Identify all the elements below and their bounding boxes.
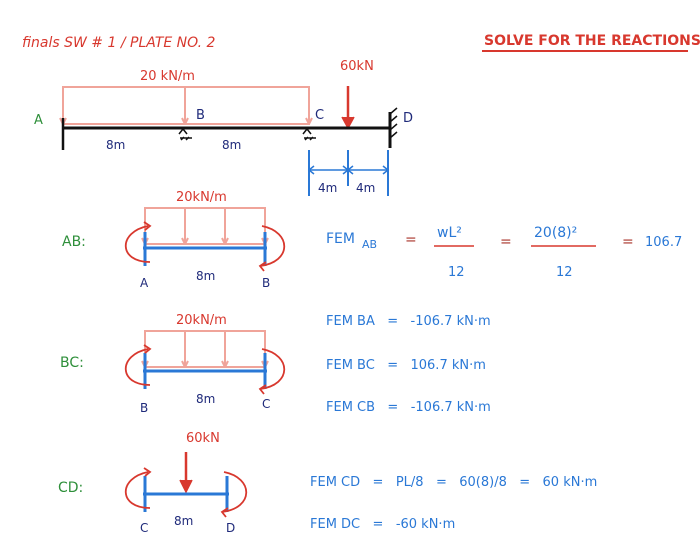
segment-bc-label: BC:	[60, 355, 84, 371]
bc-load-label: 20kN/m	[176, 313, 227, 328]
segment-bc-diagram: BC: 20kN/m 8m B C	[60, 313, 286, 415]
bc-span-label: 8m	[196, 392, 215, 406]
fem-ab-formula-den: 12	[448, 265, 465, 280]
fem-cd-line: FEM CD = PL/8 = 60(8)/8 = 60 kN·m	[310, 475, 597, 490]
bc-moment-left	[124, 348, 151, 386]
cd-left-node: C	[140, 521, 148, 535]
cd-span-label: 8m	[174, 514, 193, 528]
ab-moment-left	[124, 225, 151, 263]
node-c: C	[315, 108, 324, 123]
span-bc-label: 8m	[222, 138, 241, 152]
udl-arrowheads	[59, 117, 313, 125]
ab-right-node: B	[262, 276, 270, 290]
cd-moment-right	[221, 471, 248, 513]
fem-ab-label: FEM	[326, 231, 355, 247]
ab-span-label: 8m	[196, 269, 215, 283]
bc-udl-outline	[144, 330, 266, 368]
fem-ab-formula-num: wL²	[437, 225, 462, 241]
node-d: D	[403, 111, 413, 126]
fem-ba-line: FEM BA = -106.7 kN·m	[326, 314, 491, 329]
node-a: A	[34, 113, 43, 128]
bc-right-node: C	[262, 397, 270, 411]
fem-ab-eq1: =	[405, 232, 417, 248]
fem-ab-sub: AB	[362, 238, 377, 251]
worksheet-title: finals SW # 1 / PLATE NO. 2	[22, 35, 215, 51]
dim-cd-right: 4m	[356, 181, 375, 195]
udl-label: 20 kN/m	[140, 69, 195, 84]
fem-dc-line: FEM DC = -60 kN·m	[310, 517, 455, 532]
segment-cd-label: CD:	[58, 480, 83, 496]
ab-load-label: 20kN/m	[176, 190, 227, 205]
support-b	[178, 127, 192, 141]
fem-ab-value-num: 20(8)²	[534, 225, 577, 241]
point-load-label: 60kN	[340, 59, 374, 74]
cd-load-label: 60kN	[186, 431, 220, 446]
fem-ab-equation: FEM AB = wL² 12 = 20(8)² 12 = 106.7	[326, 225, 682, 280]
support-c	[302, 127, 316, 141]
fem-ab-value-den: 12	[556, 265, 573, 280]
main-beam-diagram: 20 kN/m 60kN A B C D 8m 8m 4m 4m	[34, 59, 413, 196]
node-b: B	[196, 108, 205, 123]
segment-ab-diagram: AB: 20kN/m 8m A B	[62, 190, 286, 290]
bc-left-node: B	[140, 401, 148, 415]
cd-moment-left	[124, 471, 151, 509]
ab-moment-right	[259, 225, 286, 267]
instruction-text: SOLVE FOR THE REACTIONS	[484, 33, 700, 49]
ab-left-node: A	[140, 276, 149, 290]
segment-cd-diagram: CD: 60kN 8m C D	[58, 431, 248, 535]
fem-ab-eq2: =	[500, 234, 512, 250]
span-ab-label: 8m	[106, 138, 125, 152]
dim-cd-left: 4m	[318, 181, 337, 195]
fem-ab-result: 106.7	[645, 235, 682, 250]
fem-ab-eq3: =	[622, 234, 634, 250]
segment-ab-label: AB:	[62, 234, 86, 250]
bc-moment-right	[259, 348, 286, 390]
cd-right-node: D	[226, 521, 235, 535]
fem-cb-line: FEM CB = -106.7 kN·m	[326, 400, 491, 415]
fem-bc-line: FEM BC = 106.7 kN·m	[326, 358, 486, 373]
ab-udl-outline	[144, 207, 266, 245]
